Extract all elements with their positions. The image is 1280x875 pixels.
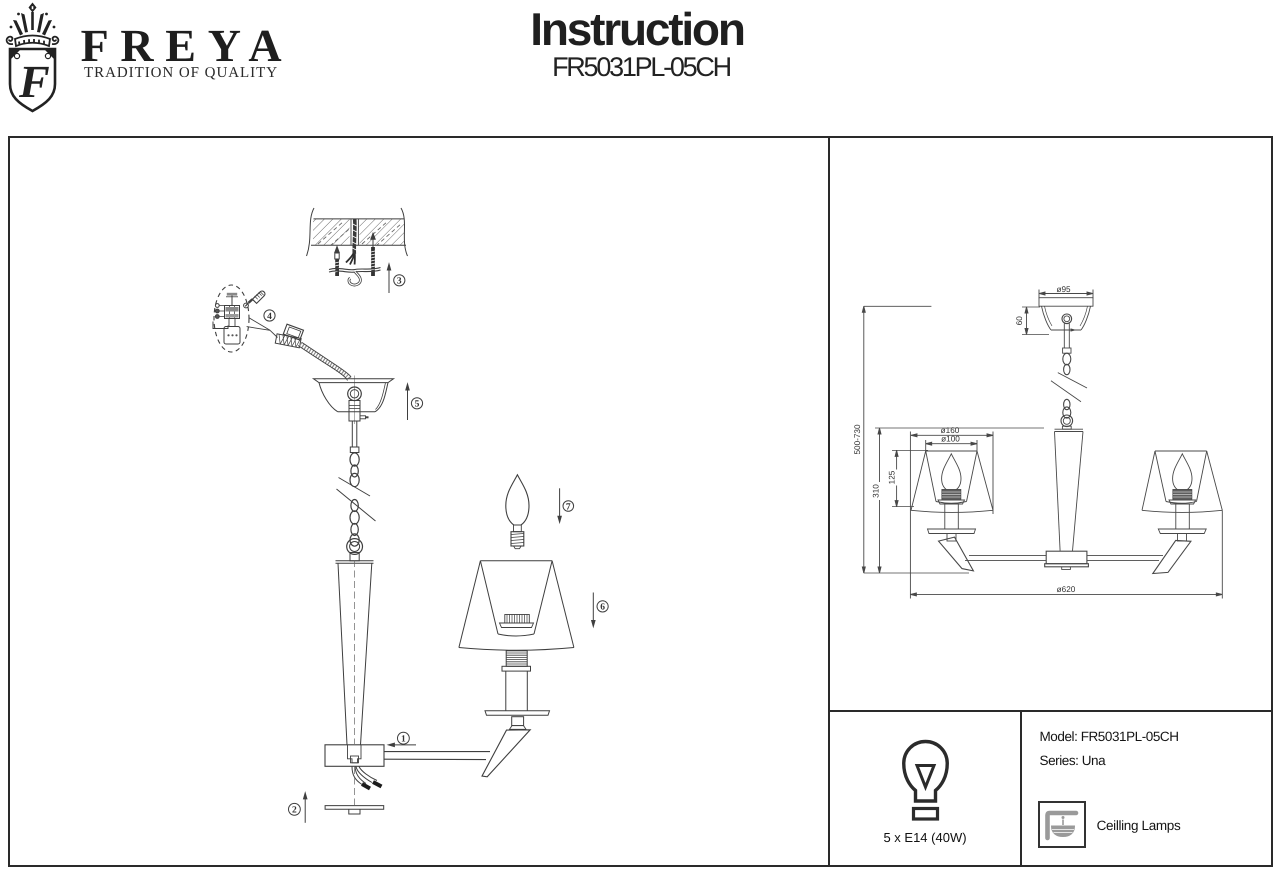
svg-text:6: 6 <box>600 603 605 613</box>
svg-text:ø620: ø620 <box>1057 585 1076 594</box>
svg-text:500-730: 500-730 <box>853 424 862 454</box>
svg-text:7: 7 <box>566 502 571 512</box>
svg-text:125: 125 <box>888 470 897 484</box>
svg-text:ø100: ø100 <box>941 435 960 444</box>
svg-text:F: F <box>18 56 50 107</box>
svg-text:5: 5 <box>415 400 420 410</box>
svg-text:4: 4 <box>267 312 272 322</box>
svg-text:ø160: ø160 <box>941 426 960 435</box>
svg-text:ø95: ø95 <box>1056 285 1071 294</box>
svg-text:310: 310 <box>872 484 881 498</box>
svg-text:2: 2 <box>292 806 297 816</box>
svg-text:1: 1 <box>401 735 406 745</box>
svg-text:60: 60 <box>1015 316 1024 326</box>
svg-text:3: 3 <box>397 277 402 287</box>
